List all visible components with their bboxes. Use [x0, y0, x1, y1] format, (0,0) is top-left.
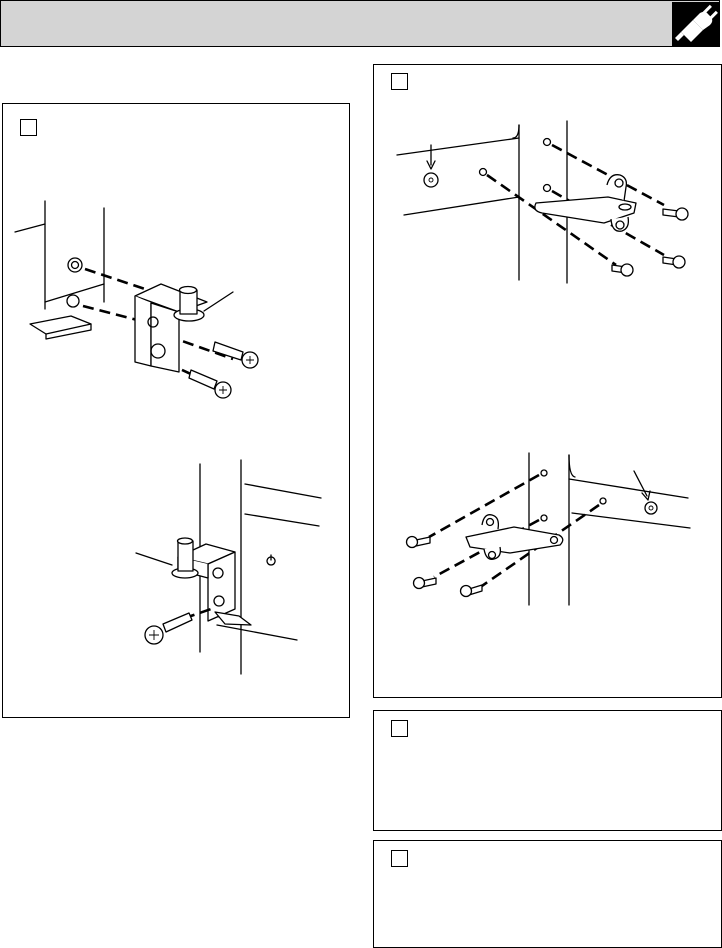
left-instruction-panel — [2, 103, 350, 718]
step-marker — [20, 119, 37, 136]
right-instruction-panel — [373, 64, 722, 698]
step-marker — [391, 850, 408, 867]
hinge-pin-illustration-top — [14, 200, 259, 399]
hinge-pin-illustration-bottom — [135, 459, 322, 675]
power-plug-icon — [672, 2, 720, 46]
instruction-panel-d — [373, 840, 722, 948]
hinge-bracket-illustration-bottom — [405, 452, 691, 606]
step-marker — [391, 720, 408, 737]
instruction-panel-c — [373, 710, 722, 831]
hinge-bracket-illustration-top — [396, 120, 689, 284]
header-bar — [0, 0, 720, 47]
step-marker — [391, 73, 408, 90]
